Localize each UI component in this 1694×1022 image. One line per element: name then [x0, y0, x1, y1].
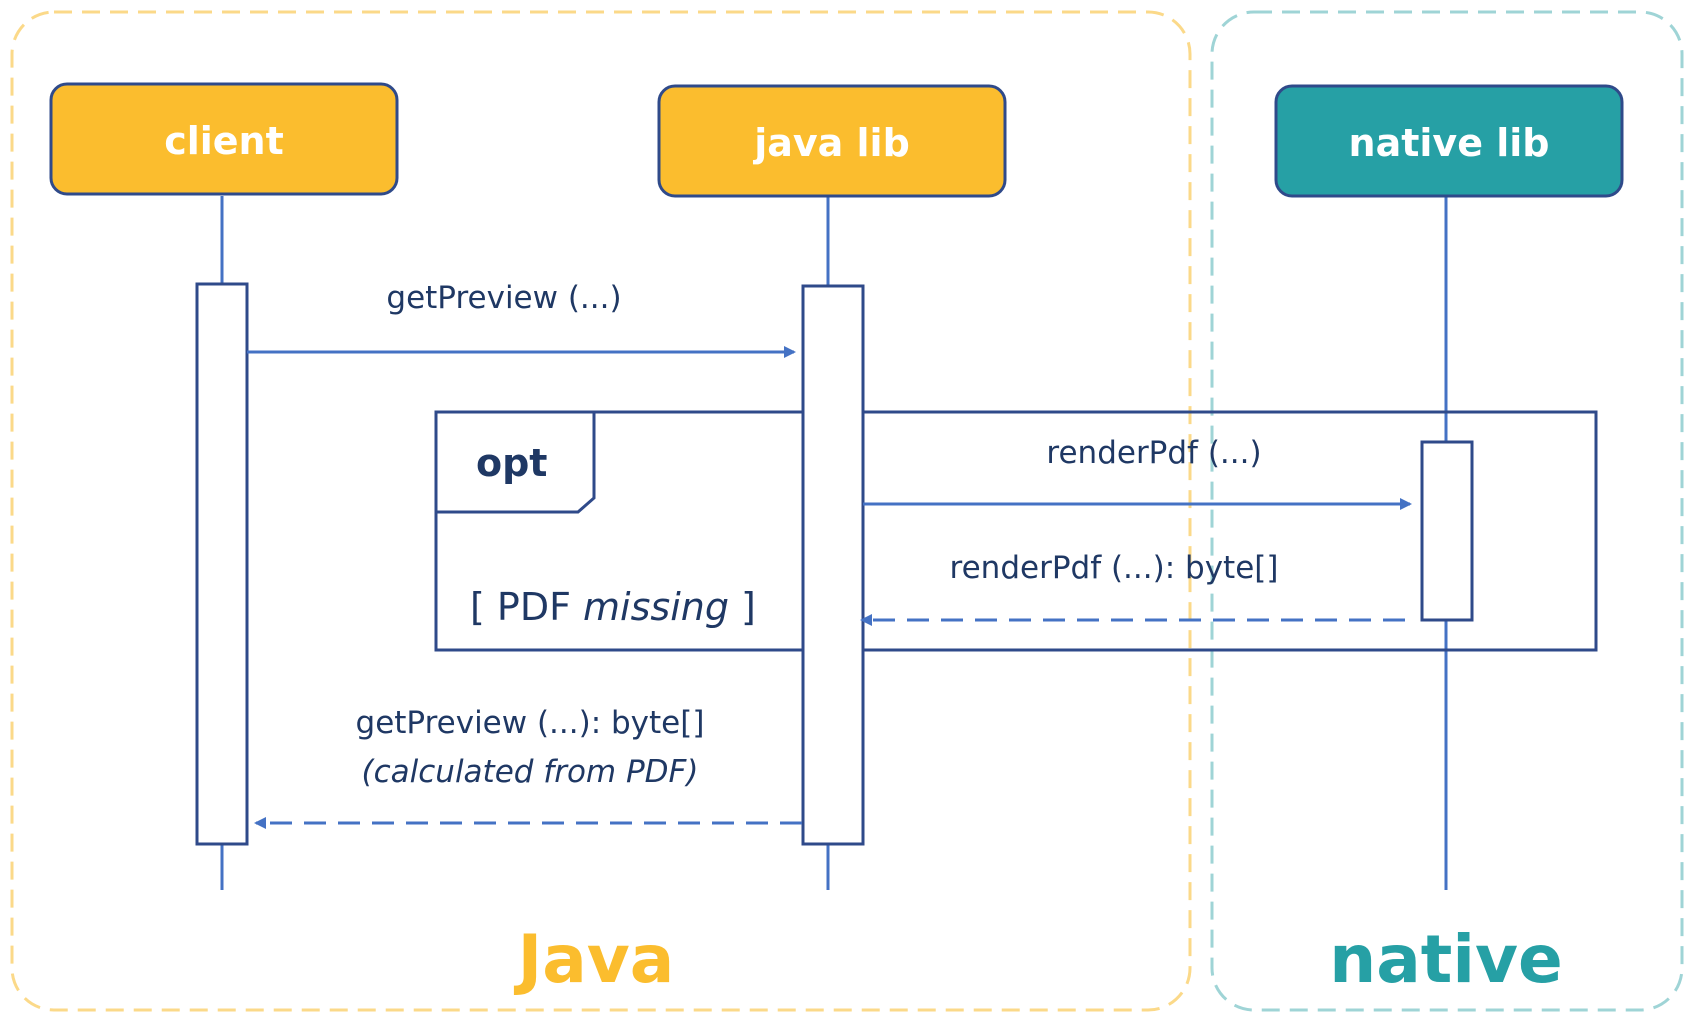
render-pdf-return-label: renderPdf (...): byte[]	[950, 550, 1279, 586]
participant-client: client	[49, 82, 399, 196]
get-preview-return-note: (calculated from PDF)	[362, 754, 699, 790]
java-lib-label: java lib	[752, 121, 910, 165]
java-zone	[10, 10, 1192, 1012]
native-lib-label: native lib	[1349, 121, 1550, 165]
client-label: client	[164, 119, 284, 163]
opt-frame-operator: opt	[476, 441, 547, 485]
render-pdf-call-label: renderPdf (...)	[1046, 435, 1261, 471]
native-lib-activation	[1420, 440, 1474, 622]
opt-frame-guard: [ PDF missing ]	[470, 585, 756, 629]
participant-native-lib: native lib	[1274, 84, 1624, 198]
native-zone	[1210, 10, 1684, 1012]
java-zone-label: Java	[514, 921, 675, 998]
native-lib-box	[1274, 84, 1624, 198]
guard-close: ]	[729, 585, 756, 629]
native-zone-label: native	[1329, 921, 1562, 998]
participant-java-lib: java lib	[657, 84, 1007, 198]
java-lib-box	[657, 84, 1007, 198]
guard-condition: missing	[583, 585, 729, 629]
opt-frame-border	[434, 410, 1598, 652]
opt-frame-tab	[434, 410, 596, 514]
get-preview-call-label: getPreview (...)	[386, 280, 621, 316]
client-box	[49, 82, 399, 196]
get-preview-return-label: getPreview (...): byte[]	[356, 705, 705, 741]
java-lib-activation	[801, 284, 865, 846]
guard-open: [ PDF	[470, 585, 583, 629]
opt-frame: opt [ PDF missing ]	[434, 410, 1598, 652]
client-activation	[195, 282, 249, 846]
